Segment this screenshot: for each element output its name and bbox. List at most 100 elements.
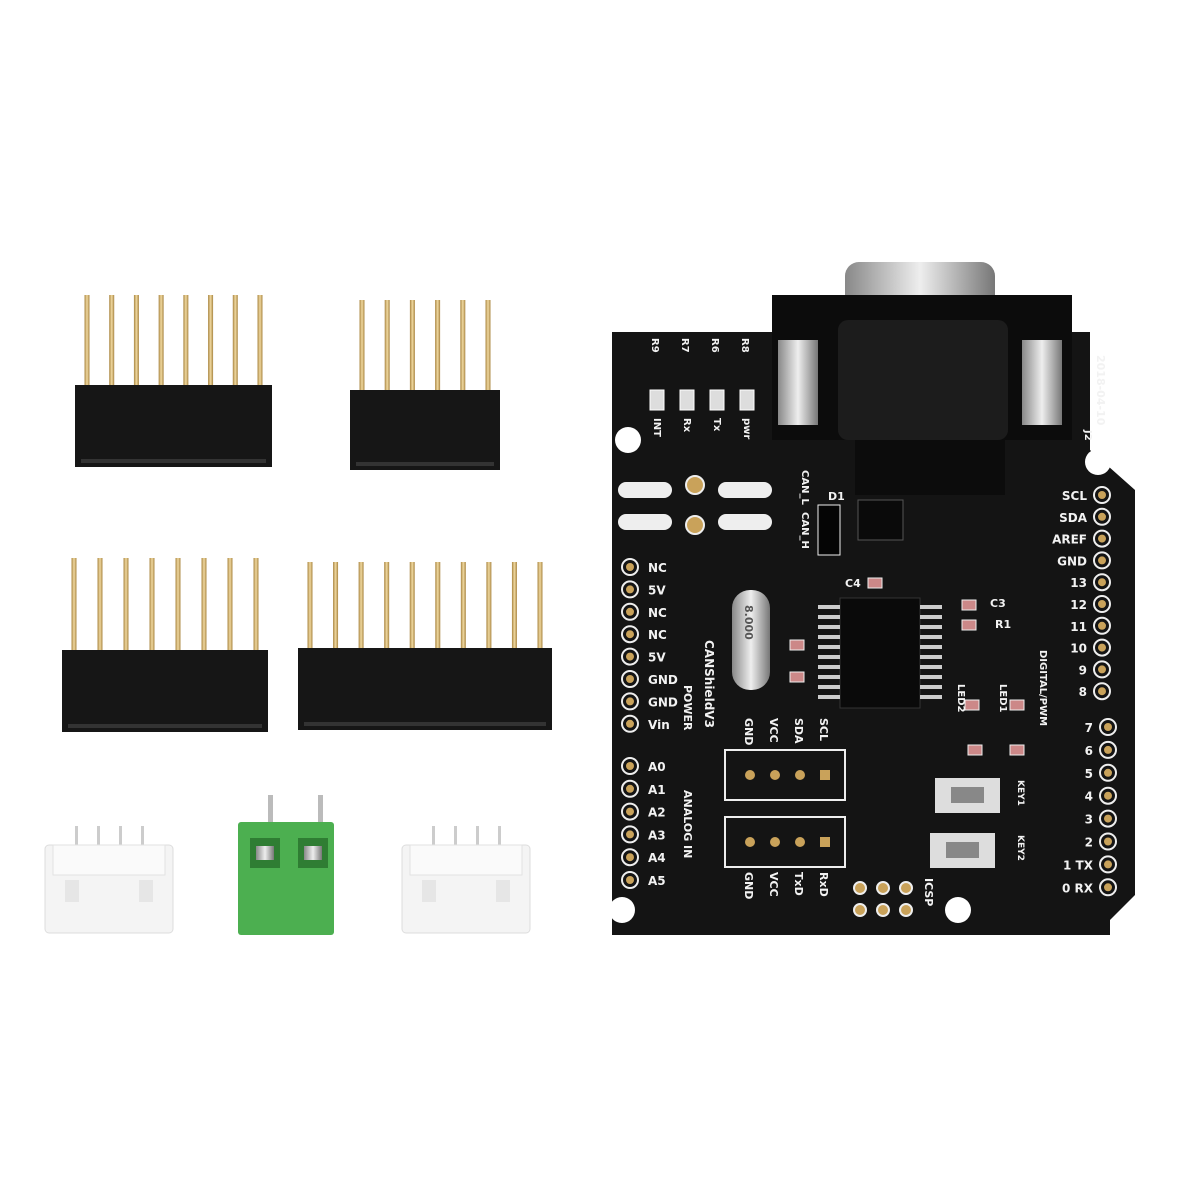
- smd-component: [964, 699, 980, 711]
- header-hole-pad: [626, 784, 634, 793]
- header-pin: [435, 300, 441, 394]
- db9-screw-post: [778, 340, 818, 425]
- header-hole-pad: [1098, 600, 1106, 608]
- header-hole-pad: [626, 853, 634, 862]
- header-hole: [621, 714, 639, 733]
- header-pin: [97, 558, 103, 654]
- pin-label: A0: [648, 760, 666, 774]
- loose-connectors: [44, 795, 531, 935]
- header-hole-pad: [626, 585, 634, 594]
- j5-pin-label: GND: [742, 718, 755, 745]
- digital-label: DIGITAL/PWM: [1037, 650, 1048, 726]
- chip-pin: [920, 655, 942, 659]
- c3-label: C3: [990, 597, 1006, 610]
- solder-pad: [685, 475, 705, 495]
- pin-label: 1 TX: [1063, 858, 1094, 872]
- header-hole-pad: [1104, 723, 1112, 731]
- pin-label: Vin: [648, 718, 670, 732]
- chip-pin: [818, 685, 840, 689]
- chip-pin: [818, 645, 840, 649]
- pin-label: 7: [1085, 721, 1093, 735]
- led2-label: LED2: [955, 684, 966, 713]
- pin-label: 10: [1070, 642, 1087, 656]
- pin-label: GND: [648, 695, 678, 709]
- pin-label: 4: [1085, 790, 1093, 804]
- header-hole-pad: [1098, 512, 1106, 521]
- header-hole-pad: [626, 630, 634, 639]
- header-hole-pad: [626, 719, 634, 728]
- header-pin: [409, 300, 415, 394]
- header-pin: [333, 562, 339, 652]
- led-label: Rx: [681, 418, 692, 433]
- header-pin: [175, 558, 181, 654]
- icsp-pad: [876, 881, 890, 895]
- chip-pin: [818, 655, 840, 659]
- icsp-pad: [853, 903, 867, 917]
- header-pin: [227, 558, 233, 654]
- j4-pin-label: TxD: [792, 872, 805, 896]
- can-label: CAN_H: [799, 512, 810, 549]
- header-pin: [109, 295, 115, 389]
- header-hole: [621, 692, 639, 711]
- pin-label: 2: [1085, 836, 1093, 850]
- db9-housing: [838, 320, 1008, 440]
- header-hole: [1093, 638, 1111, 657]
- header-hole: [1099, 855, 1117, 874]
- header-hole-pad: [1098, 491, 1106, 499]
- pin-label: 0 RX: [1062, 881, 1094, 895]
- header-hole-pad: [1104, 837, 1112, 846]
- d1-label: D1: [828, 490, 845, 503]
- header-pin: [460, 562, 466, 652]
- connector-outline-j4: [724, 816, 846, 868]
- header-pin: [133, 295, 139, 389]
- header-hole-pad: [626, 807, 634, 816]
- smd-component: [789, 671, 805, 683]
- jst-latch: [65, 880, 79, 902]
- db9-connector: [772, 262, 1072, 495]
- header-hole: [621, 625, 639, 644]
- smd-component: [967, 744, 983, 756]
- r1-label: R1: [995, 618, 1011, 631]
- header-hole: [1093, 486, 1111, 504]
- jst-housing-top: [409, 844, 523, 876]
- crystal-marking: 8.000: [742, 605, 755, 640]
- smd-component: [867, 577, 883, 589]
- header-hole-pad: [1098, 534, 1106, 543]
- j5-pin-label: SDA: [792, 718, 805, 744]
- header-hole: [1093, 616, 1111, 635]
- round-pad: [795, 837, 805, 847]
- j5-pin-label: VCC: [767, 718, 780, 743]
- board-name-label: CANShieldV3: [702, 640, 716, 728]
- date-label: 2018-04-10: [1094, 355, 1107, 426]
- header-hole: [621, 757, 639, 775]
- key1-label: KEY1: [1015, 780, 1025, 806]
- header-hole: [1099, 832, 1117, 851]
- icsp-pad: [899, 881, 913, 895]
- header-hole-pad: [1098, 556, 1106, 565]
- header-hole: [1099, 786, 1117, 805]
- solder-pad: [718, 514, 772, 530]
- resistor-label: R7: [679, 338, 690, 353]
- header-hole-pad: [1104, 768, 1112, 777]
- pin-label: 12: [1070, 598, 1087, 612]
- stacking-headers: [62, 295, 552, 732]
- header-hole: [1099, 740, 1117, 759]
- header-socket-row: [68, 724, 262, 728]
- header-pin: [232, 295, 238, 389]
- j5-pin-label: SCL: [817, 718, 830, 741]
- chip-pin: [920, 675, 942, 679]
- pin-label: 11: [1070, 620, 1087, 634]
- pin-label: NC: [648, 628, 667, 642]
- round-pad: [745, 837, 755, 847]
- status-led: [739, 389, 755, 411]
- can-controller-chip: [839, 597, 921, 709]
- chip-pin: [818, 625, 840, 629]
- icsp-pad: [899, 903, 913, 917]
- header-hole-pad: [1104, 883, 1112, 892]
- header-hole: [621, 580, 639, 599]
- header-pin: [384, 300, 390, 394]
- header-hole: [1099, 718, 1117, 736]
- chip-pin: [920, 635, 942, 639]
- pin-label: AREF: [1052, 533, 1087, 547]
- female-header: [350, 300, 500, 470]
